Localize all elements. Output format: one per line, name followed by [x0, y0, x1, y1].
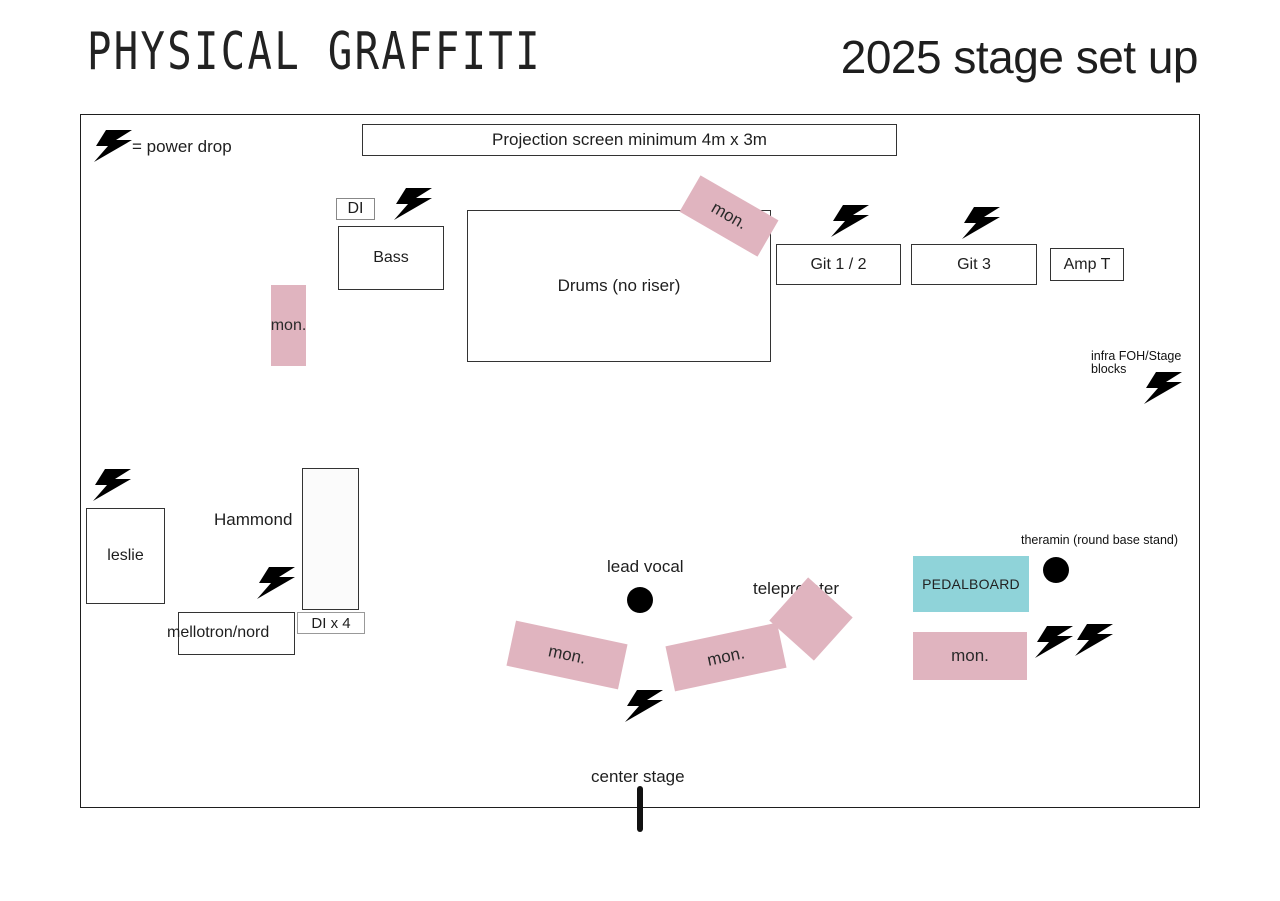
- center-stage-label: center stage: [591, 767, 685, 786]
- pedalboard: PEDALBOARD: [913, 556, 1029, 612]
- power-drop-right-2-icon: [1075, 624, 1113, 656]
- lead-vocal-mic-stand: [627, 587, 653, 613]
- guitar-1-2-position: Git 1 / 2: [776, 244, 901, 285]
- theramin-stand: [1043, 557, 1069, 583]
- di-bass: DI: [336, 198, 375, 220]
- power-drop-right-1-icon: [1035, 626, 1073, 658]
- hammond-organ: [302, 468, 359, 610]
- amp-t-position: Amp T: [1050, 248, 1124, 281]
- center-stage-marker: [637, 786, 643, 832]
- power-drop-git3-icon: [962, 207, 1000, 239]
- di-x4: DI x 4: [297, 612, 365, 634]
- power-drop-leslie-icon: [93, 469, 131, 501]
- monitor-wedge-left: mon.: [271, 285, 306, 366]
- hammond-label: Hammond: [214, 510, 293, 529]
- mellotron-nord-label: mellotron/nord: [167, 624, 270, 641]
- power-drop-vocal-icon: [625, 690, 663, 722]
- leslie-position: leslie: [86, 508, 165, 604]
- power-drop-git12-icon: [831, 205, 869, 237]
- page-subtitle: 2025 stage set up: [840, 31, 1199, 83]
- guitar-3-position: Git 3: [911, 244, 1037, 285]
- mellotron-nord-position: [178, 612, 295, 655]
- power-drop-keys-icon: [257, 567, 295, 599]
- theramin-label: theramin (round base stand): [1021, 533, 1179, 547]
- lead-vocal-label: lead vocal: [607, 557, 684, 576]
- bass-position: Bass: [338, 226, 444, 290]
- infra-foh-label: infra FOH/Stage blocks: [1091, 349, 1182, 376]
- projection-screen: Projection screen minimum 4m x 3m: [362, 124, 897, 156]
- power-drop-bass-icon: [394, 188, 432, 220]
- monitor-wedge-right: mon.: [913, 632, 1027, 680]
- band-logo-title: PHYSICAL GRAFFITI: [87, 22, 542, 82]
- power-drop-infra-icon: [1144, 372, 1182, 404]
- legend-text: = power drop: [132, 137, 232, 156]
- lightning-bolt-icon: [94, 130, 132, 162]
